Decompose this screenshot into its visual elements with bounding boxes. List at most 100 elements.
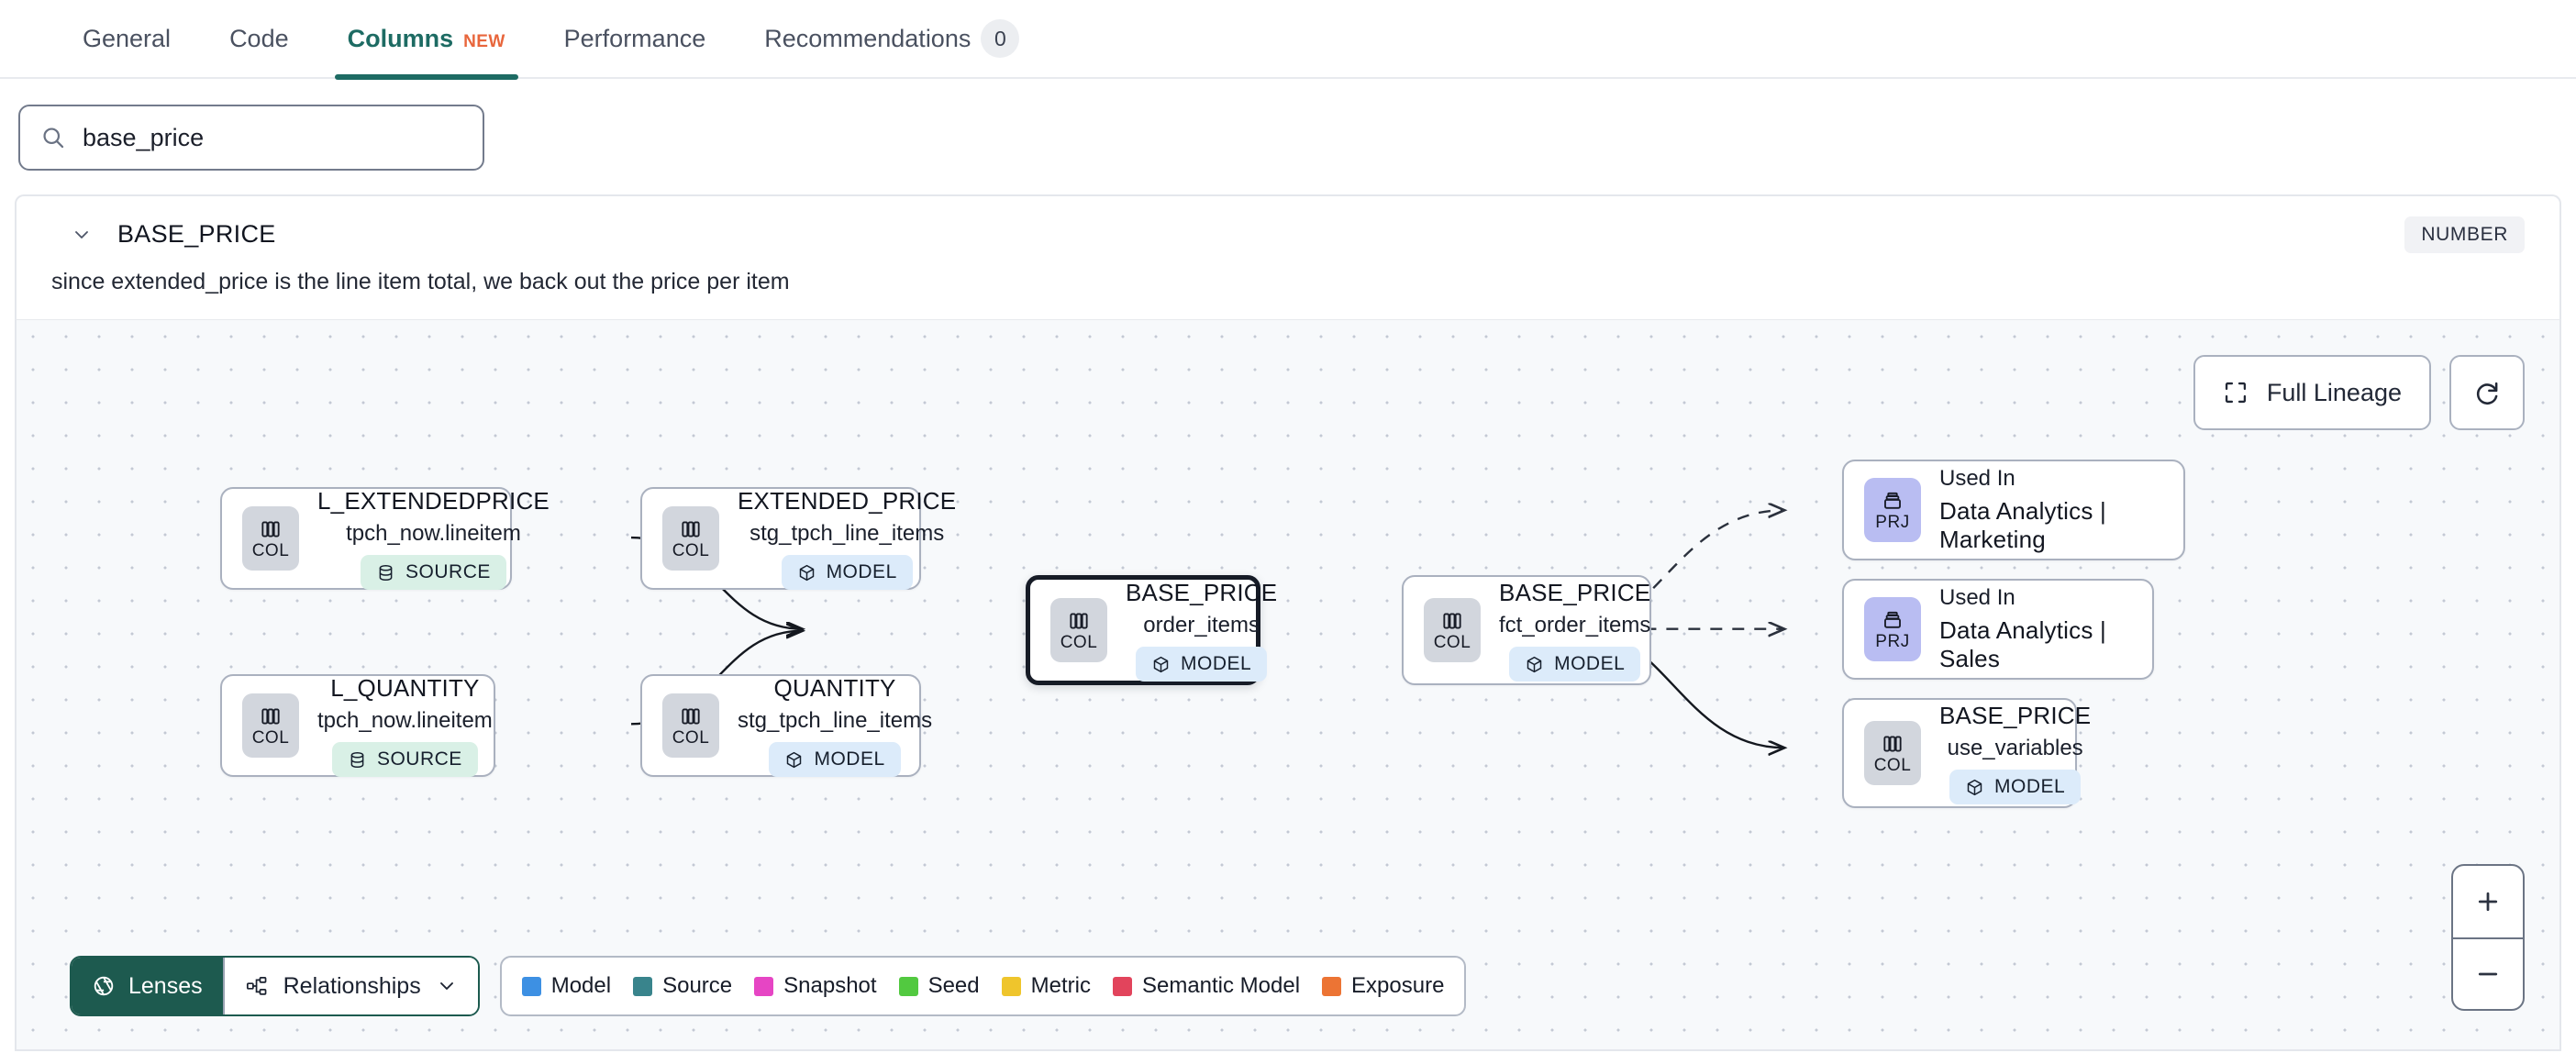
node-name: L_QUANTITY — [330, 674, 480, 702]
lineage-node-base-price-fct-order-items[interactable]: COL BASE_PRICE fct_order_items MODEL — [1402, 575, 1651, 685]
lineage-node-base-price-use-variables[interactable]: COL BASE_PRICE use_variables MODEL — [1842, 698, 2091, 808]
lineage-node-quantity[interactable]: COL QUANTITY stg_tpch_line_items MODEL — [640, 674, 932, 777]
archive-icon — [1884, 492, 1901, 509]
tab-bar: General Code Columns NEW Performance Rec… — [0, 0, 2576, 80]
node-name: BASE_PRICE — [1499, 579, 1651, 606]
legend-item-model: Model — [521, 973, 612, 999]
lineage-node-base-price-order-items[interactable]: COL BASE_PRICE order_items MODEL — [1026, 575, 1277, 685]
legend-label: Metric — [1030, 973, 1091, 998]
node-name: BASE_PRICE — [1939, 702, 2092, 729]
recommendations-count-badge: 0 — [981, 19, 1020, 58]
node-subtitle: tpch_now.lineitem — [346, 521, 521, 546]
node-label-used-in: Used In — [1939, 466, 2015, 491]
cube-icon — [1527, 656, 1542, 672]
columns-icon — [1883, 736, 1902, 752]
kind-label: COL — [251, 541, 290, 560]
tag-label: MODEL — [1181, 653, 1252, 674]
database-icon — [379, 564, 393, 581]
lineage-node-extended-price[interactable]: COL EXTENDED_PRICE stg_tpch_line_items M… — [640, 487, 956, 590]
lineage-node-project-sales[interactable]: PRJ Used In Data Analytics | Sales — [1842, 579, 2154, 680]
node-body: L_QUANTITY tpch_now.lineitem SOURCE — [317, 674, 493, 777]
node-project-name: Data Analytics | Marketing — [1939, 497, 2106, 553]
lineage-node-l-quantity[interactable]: COL L_QUANTITY tpch_now.lineitem SOURCE — [220, 674, 495, 777]
node-body: BASE_PRICE fct_order_items MODEL — [1499, 579, 1650, 682]
tag-label: SOURCE — [376, 748, 462, 770]
relationships-label: Relationships — [283, 972, 421, 999]
node-subtitle: fct_order_items — [1499, 613, 1651, 637]
legend-label: Seed — [927, 973, 980, 998]
lineage-node-l-extendedprice[interactable]: COL L_EXTENDEDPRICE tpch_now.lineitem SO… — [220, 487, 550, 590]
prj-kind-chip: PRJ — [1864, 597, 1921, 661]
node-body: EXTENDED_PRICE stg_tpch_line_items MODEL — [738, 487, 956, 590]
zoom-in-button[interactable] — [2453, 866, 2523, 937]
legend-label: Snapshot — [783, 973, 877, 998]
node-tag-model: MODEL — [1509, 647, 1641, 682]
legend-item-exposure: Exposure — [1322, 973, 1444, 999]
cube-icon — [1153, 656, 1169, 672]
page-title: BASE_PRICE — [117, 220, 276, 248]
tab-recommendations[interactable]: Recommendations 0 — [735, 0, 1049, 78]
node-tag-model: MODEL — [1136, 647, 1268, 682]
node-name: BASE_PRICE — [1126, 579, 1278, 606]
tab-performance[interactable]: Performance — [535, 0, 736, 78]
node-tag-model: MODEL — [1949, 770, 2082, 804]
col-kind-chip: COL — [242, 693, 299, 758]
node-subtitle: use_variables — [1947, 736, 2083, 760]
zoom-controls — [2451, 864, 2525, 1011]
tab-label: Performance — [563, 25, 706, 52]
zoom-out-button[interactable] — [2453, 937, 2523, 1009]
refresh-button[interactable] — [2449, 355, 2525, 430]
node-label-used-in: Used In — [1939, 585, 2015, 610]
aperture-icon — [92, 974, 116, 998]
prj-kind-chip: PRJ — [1864, 478, 1921, 542]
legend-label: Exposure — [1351, 973, 1445, 998]
columns-icon — [261, 521, 280, 538]
search-input[interactable] — [83, 123, 462, 152]
column-type-badge: NUMBER — [2404, 216, 2525, 253]
node-name: L_EXTENDEDPRICE — [317, 487, 550, 515]
legend-item-semantic-model: Semantic Model — [1112, 973, 1300, 999]
relationships-dropdown[interactable]: Relationships — [222, 958, 478, 1014]
legend-item-source: Source — [633, 973, 732, 999]
chevron-down-icon[interactable] — [70, 223, 94, 247]
node-body: Used In Data Analytics | Marketing — [1939, 466, 2163, 554]
kind-label: COL — [251, 728, 290, 748]
legend-label: Model — [550, 973, 612, 998]
tab-columns[interactable]: Columns NEW — [318, 0, 535, 80]
legend-swatch — [754, 976, 774, 996]
node-body: BASE_PRICE use_variables MODEL — [1939, 702, 2091, 804]
full-lineage-button[interactable]: Full Lineage — [2193, 355, 2431, 430]
search-box[interactable] — [18, 105, 484, 171]
lineage-canvas[interactable]: COL L_EXTENDEDPRICE tpch_now.lineitem SO… — [15, 319, 2561, 1051]
expand-icon — [2223, 380, 2248, 405]
database-icon — [350, 751, 364, 768]
kind-label: COL — [672, 541, 710, 560]
node-name: EXTENDED_PRICE — [738, 487, 957, 515]
legend-item-seed: Seed — [898, 973, 980, 999]
lenses-relationships-group: Lenses Relationships — [70, 956, 480, 1016]
tag-label: MODEL — [1554, 653, 1626, 674]
new-badge: NEW — [463, 32, 505, 51]
legend-item-snapshot: Snapshot — [754, 973, 877, 999]
node-body: BASE_PRICE order_items MODEL — [1126, 579, 1277, 682]
lineage-node-project-marketing[interactable]: PRJ Used In Data Analytics | Marketing — [1842, 460, 2185, 560]
col-kind-chip: COL — [1050, 598, 1107, 662]
legend-swatch — [1322, 976, 1342, 996]
col-kind-chip: COL — [242, 506, 299, 571]
tab-code[interactable]: Code — [200, 0, 318, 78]
legend-label: Source — [662, 973, 733, 998]
col-kind-chip: COL — [662, 693, 719, 758]
columns-icon — [682, 521, 700, 538]
tab-label: General — [83, 25, 172, 52]
tab-label: Columns — [347, 25, 454, 52]
node-subtitle: tpch_now.lineitem — [317, 708, 493, 733]
lenses-button[interactable]: Lenses — [72, 958, 223, 1014]
tab-general[interactable]: General — [53, 0, 200, 78]
columns-icon — [1070, 613, 1088, 629]
columns-icon — [682, 708, 700, 725]
col-kind-chip: COL — [662, 506, 719, 571]
node-subtitle: stg_tpch_line_items — [738, 708, 933, 733]
legend-swatch — [1112, 976, 1132, 996]
chevron-down-icon — [436, 975, 458, 997]
lineage-controls: Full Lineage — [2193, 355, 2525, 430]
